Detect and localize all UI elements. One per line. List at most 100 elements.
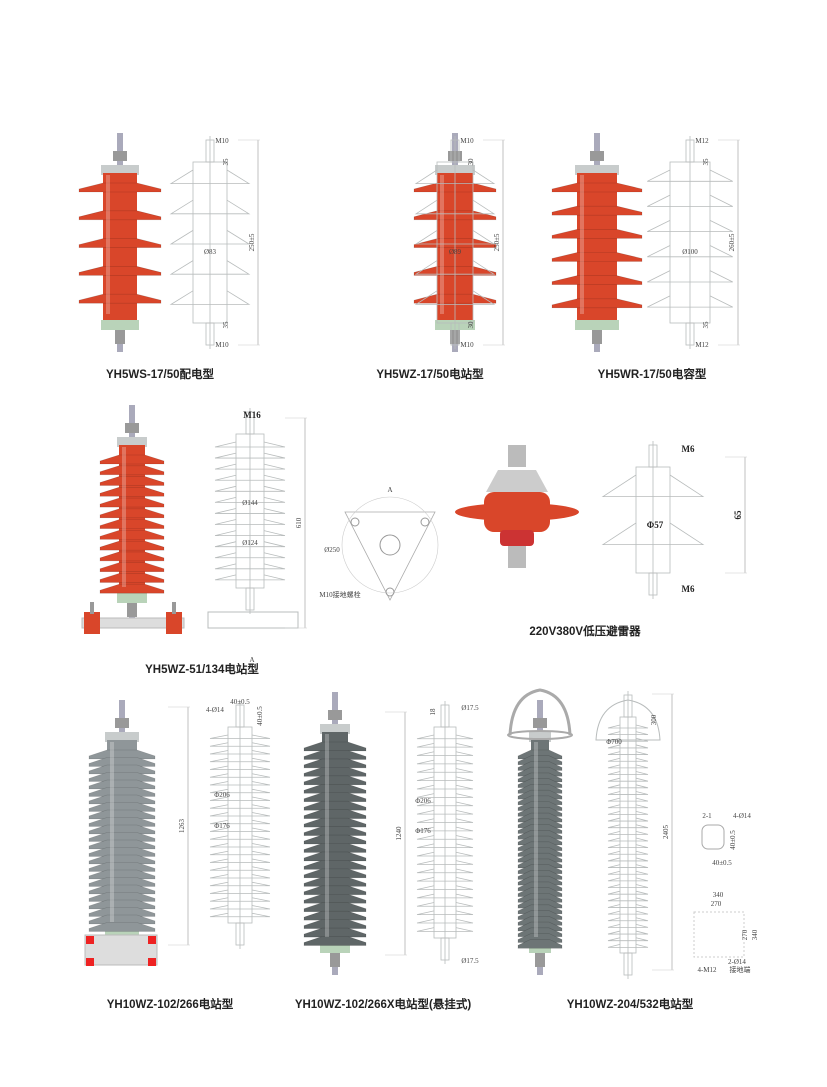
shed-outline <box>209 750 271 755</box>
highlight <box>440 175 444 314</box>
top-thread-label: M16 <box>243 410 261 420</box>
shed-outline <box>209 742 271 747</box>
shed-outline <box>214 519 286 525</box>
top-thread-label: M10 <box>460 137 474 145</box>
shed-outline <box>416 784 474 790</box>
shed-outline <box>607 731 649 736</box>
shed-outline <box>416 751 474 756</box>
shed-outline <box>214 485 286 492</box>
shed-outline <box>607 904 649 908</box>
shed-outline <box>416 809 474 815</box>
shed <box>99 454 165 465</box>
diameter-label: Φ206 <box>214 791 230 799</box>
highlight <box>534 742 538 937</box>
shed-outline <box>607 937 649 942</box>
bottom-thread-label: M12 <box>695 341 709 349</box>
shed <box>88 794 156 805</box>
diameter-label: Φ57 <box>647 520 664 530</box>
bottom-flange <box>101 320 139 330</box>
height-label: 65 <box>733 510 743 520</box>
shed-outline <box>607 797 649 802</box>
mounting-hole <box>385 587 395 597</box>
shed-outline <box>647 270 733 283</box>
arrester-drawing-3 <box>647 136 733 349</box>
shed <box>303 741 367 752</box>
highlight <box>106 175 110 314</box>
shed <box>88 847 156 857</box>
shed <box>99 530 165 540</box>
grading-ring <box>508 688 572 736</box>
shed <box>88 907 156 917</box>
shed <box>303 868 367 879</box>
lower-body <box>500 530 534 546</box>
nut <box>590 151 604 161</box>
body-outline <box>436 161 474 324</box>
insulator-foot <box>148 936 156 944</box>
nut <box>328 710 342 720</box>
base-outline <box>207 611 299 629</box>
shed <box>88 802 156 812</box>
bottom-terminal <box>508 546 526 568</box>
shed <box>88 884 156 895</box>
shed <box>88 809 156 820</box>
shed <box>551 182 643 193</box>
shed <box>303 902 367 913</box>
plate-label: 40±0.5 <box>256 706 264 726</box>
nut <box>113 151 127 161</box>
bottom-nut <box>535 953 545 967</box>
nut <box>115 718 129 728</box>
shed <box>88 877 156 887</box>
shed <box>88 764 156 775</box>
bottom-flange <box>575 320 619 330</box>
caption-yh10wz-204-532: YH10WZ-204/532电站型 <box>566 999 694 1011</box>
shed-outline <box>416 734 474 740</box>
shed-outline <box>209 866 271 871</box>
height-label: 1240 <box>395 826 403 841</box>
shed-outline <box>169 230 251 245</box>
nut <box>533 718 547 728</box>
insulating-base <box>84 612 100 634</box>
shed <box>99 476 165 486</box>
shed <box>99 519 165 529</box>
shed <box>78 182 162 193</box>
shed-outline <box>209 734 271 739</box>
shed-outline <box>214 463 286 470</box>
ground-label: 接地端 <box>730 965 751 974</box>
shed <box>88 817 156 827</box>
shed <box>303 750 367 760</box>
shed <box>88 772 156 782</box>
shed-outline <box>416 801 474 807</box>
shed-outline <box>607 771 649 775</box>
highlight <box>580 175 584 314</box>
shed-outline <box>209 897 271 902</box>
top-thread-label: M6 <box>682 444 695 454</box>
shed <box>99 497 165 508</box>
shed-outline <box>416 851 474 857</box>
shed <box>99 583 165 594</box>
bottom-nut <box>330 953 340 967</box>
body-outline <box>619 716 637 954</box>
shed-outline <box>416 776 474 782</box>
bottom-eye-label: Ø17.5 <box>461 957 479 965</box>
shed <box>88 757 156 767</box>
caption-yh5wz-17-50: YH5WZ-17/50电站型 <box>376 369 484 381</box>
shed <box>99 551 165 562</box>
shed-outline <box>169 199 251 215</box>
shed-outline <box>414 260 496 275</box>
base-width-label: 270 <box>711 900 722 908</box>
shed-outline <box>209 827 271 832</box>
shed-outline <box>607 724 649 729</box>
shed-outline <box>607 751 649 755</box>
terminal-plate <box>701 824 725 850</box>
shed <box>303 809 367 819</box>
shed <box>303 877 367 887</box>
shed <box>88 854 156 865</box>
metal-cap <box>486 470 548 492</box>
end-length-label: 35 <box>702 158 710 166</box>
shed-outline <box>214 474 286 481</box>
body-outline <box>227 726 253 924</box>
shed-outline <box>214 452 286 459</box>
caption-yh5ws-17-50: YH5WS-17/50配电型 <box>105 369 215 381</box>
shed-outline <box>214 508 286 514</box>
height-label: 250±5 <box>493 233 501 251</box>
